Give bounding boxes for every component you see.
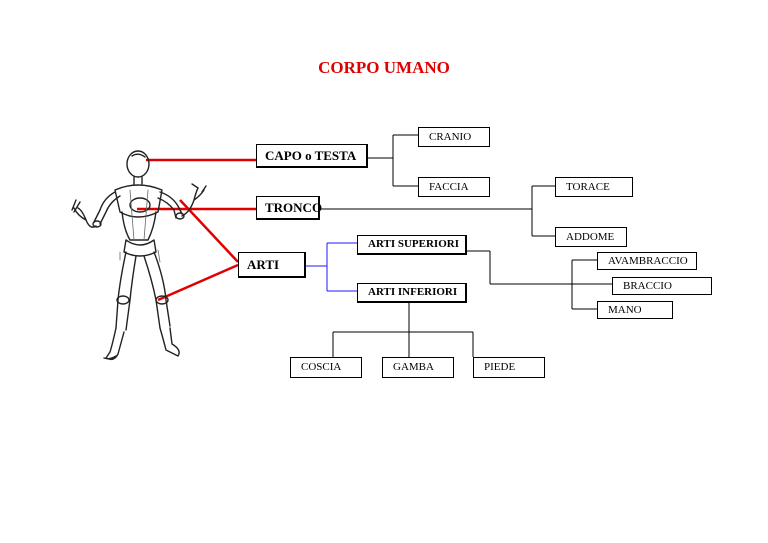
arti-branches xyxy=(306,242,357,292)
node-mano: MANO xyxy=(597,301,673,319)
tronco-branches xyxy=(320,185,555,237)
node-arti-superiori: ARTI SUPERIORI xyxy=(357,235,467,255)
pointer-arti-lower xyxy=(157,263,239,302)
human-figure-sketch xyxy=(71,150,207,361)
node-addome: ADDOME xyxy=(555,227,627,247)
node-tronco: TRONCO xyxy=(256,196,322,220)
node-piede: PIEDE xyxy=(473,357,545,378)
node-capo-o-testa: CAPO o TESTA xyxy=(256,144,368,168)
superiori-branches xyxy=(467,250,612,310)
node-gamba: GAMBA xyxy=(382,357,454,378)
page-title: CORPO UMANO xyxy=(318,58,450,77)
node-torace: TORACE xyxy=(555,177,633,197)
pointer-arti-upper xyxy=(179,199,239,263)
inferiori-branches xyxy=(332,302,474,357)
capo-branches xyxy=(368,134,418,187)
node-braccio: BRACCIO xyxy=(612,277,712,295)
node-faccia: FACCIA xyxy=(418,177,490,197)
node-coscia: COSCIA xyxy=(290,357,362,378)
node-arti-inferiori: ARTI INFERIORI xyxy=(357,283,467,303)
node-avambraccio: AVAMBRACCIO xyxy=(597,252,697,270)
red-pointers xyxy=(137,158,256,302)
node-cranio: CRANIO xyxy=(418,127,490,147)
node-arti: ARTI xyxy=(238,252,306,278)
